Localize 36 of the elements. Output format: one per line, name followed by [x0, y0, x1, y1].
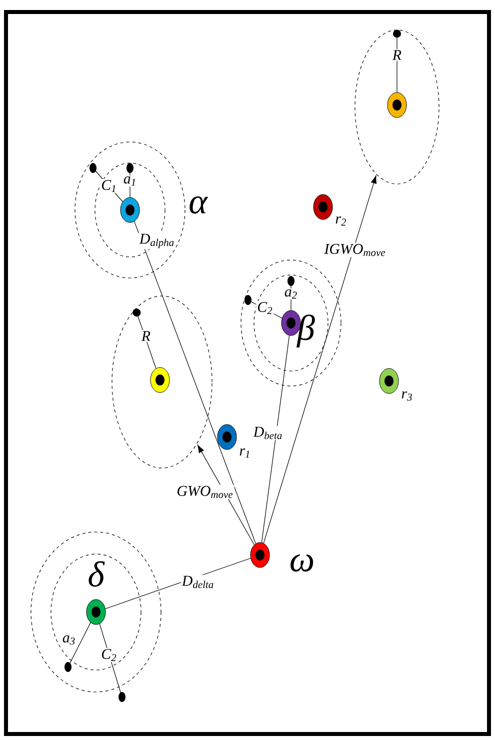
wolf-dot	[120, 197, 140, 223]
wolf-label: β	[296, 314, 315, 348]
wolf-label: r$_{2}$	[336, 216, 346, 226]
edge-label: GWO$_{move}$	[176, 484, 234, 500]
wolf-label: ω	[290, 554, 314, 572]
orbit-ring	[354, 30, 440, 184]
edge-label: D$_{delta}$	[180, 574, 216, 590]
wolf-label: α	[190, 196, 208, 214]
variable-label: a$_{2}$	[283, 288, 299, 300]
wolf-label: r$_{1}$	[240, 448, 250, 458]
radius-line	[393, 30, 401, 93]
connector	[263, 176, 377, 544]
edge-label: D$_{beta}$	[252, 426, 284, 440]
wolf-label: δ	[88, 561, 105, 587]
wolf-dot	[150, 367, 170, 393]
wolf-dot	[313, 194, 333, 220]
wolf-label: r$_{3}$	[402, 391, 412, 401]
wolf-dot	[379, 368, 399, 394]
connector	[261, 335, 290, 543]
variable-label: a$_{1}$	[122, 175, 138, 187]
edge-label: R	[140, 330, 152, 342]
wolf-dot	[387, 92, 407, 118]
variable-label: C$_{2}$	[256, 300, 274, 316]
wolf-dot	[86, 599, 106, 625]
edge-label: R	[391, 49, 403, 61]
connector	[197, 444, 254, 546]
orbit-ring	[112, 296, 212, 468]
edge-label: D$_{alpha}$	[138, 232, 176, 250]
connector	[134, 221, 256, 544]
variable-label: a$_{3}$	[61, 634, 77, 646]
wolf-dot	[250, 542, 270, 568]
radius-line	[132, 308, 156, 369]
variable-label: C$_{2}$	[100, 648, 118, 662]
wolf-dot	[217, 424, 237, 450]
variable-label: C$_{1}$	[100, 178, 118, 194]
edge-label: IGWO$_{move}$	[323, 242, 387, 258]
